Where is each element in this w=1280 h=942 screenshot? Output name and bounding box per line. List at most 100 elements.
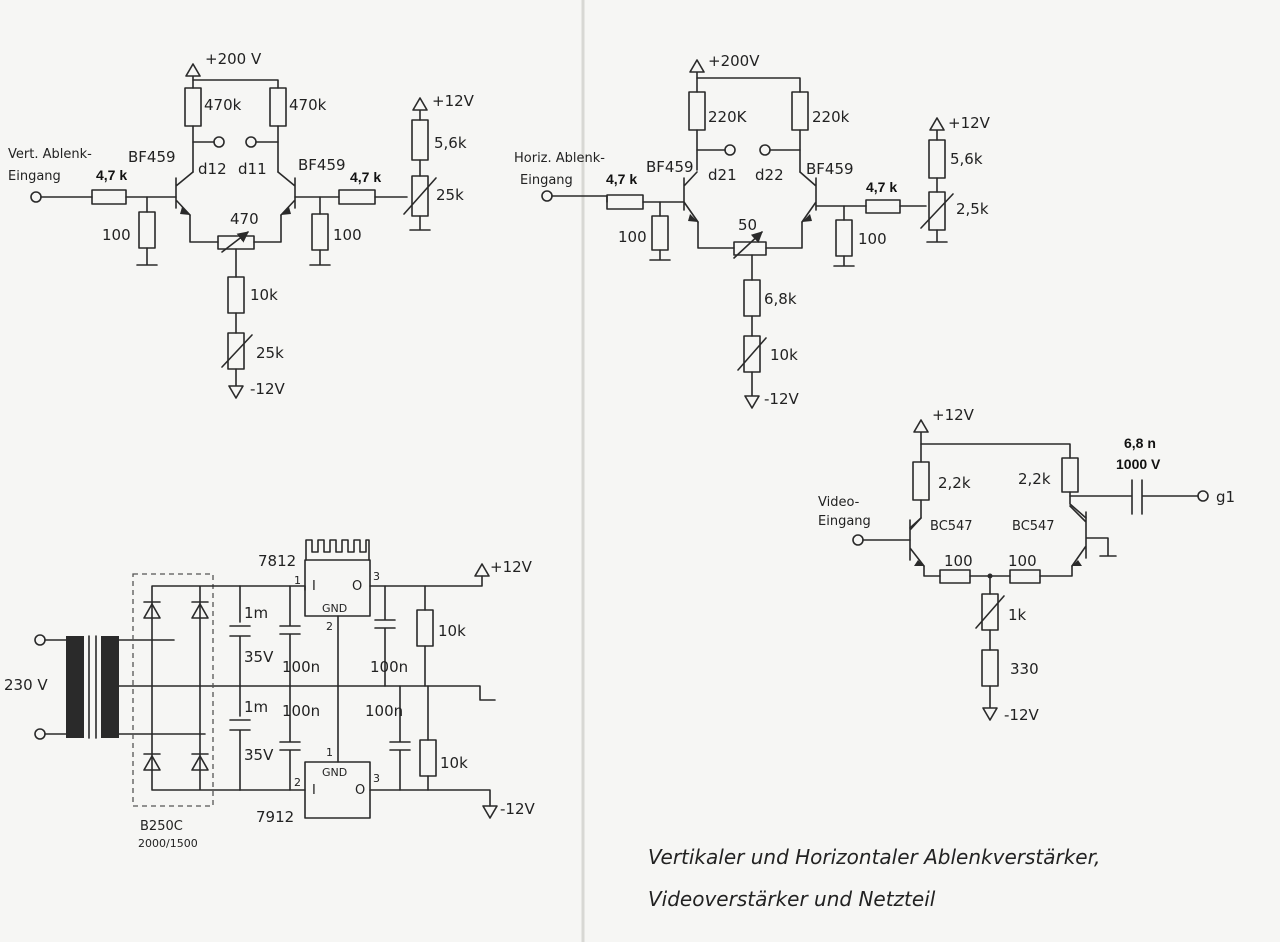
resistor-pos-10k [416, 609, 434, 647]
label-video-amp-supply-pos: +12V [932, 406, 975, 424]
v-transistor-right [277, 171, 296, 216]
h-gnd-resistor-left [651, 215, 669, 251]
label-horizontal-amp-transistor-left: BF459 [646, 158, 694, 176]
label-horizontal-amp-out-left: d21 [708, 166, 737, 184]
v-out-terminal-right [245, 136, 257, 148]
video-collector-resistor-right [1061, 457, 1079, 493]
video-input-terminal [852, 534, 864, 546]
horizontal-deflection-amplifier: +200V 220K 220k d21 d22 BF459 BF459 50 6… [514, 52, 991, 409]
label-vertical-amp-r-in-right: 4,7 k [350, 169, 381, 185]
label-power-supply-reg-i: I [312, 783, 316, 798]
label-horizontal-amp-r-gnd-left: 100 [618, 228, 647, 246]
h-gnd-resistor-right [835, 219, 853, 257]
mains-terminal-top [34, 634, 46, 646]
cap-7812-in [279, 585, 301, 687]
label-video-amp-cap-value: 6,8 n [1124, 435, 1156, 451]
label-horizontal-amp-input-label-2: Eingang [520, 173, 573, 188]
rectifier-diode-1 [143, 601, 161, 619]
rectifier-diode-3 [143, 753, 161, 771]
label-vertical-amp-out-left: d12 [198, 160, 227, 178]
h-transistor-right [799, 171, 817, 223]
label-vertical-amp-r-gnd-right: 100 [333, 226, 362, 244]
v-transistor-left [175, 171, 194, 216]
label-horizontal-amp-out-right: d22 [755, 166, 784, 184]
v-out-terminal-left [213, 136, 225, 148]
label-vertical-amp-r-load-right: 470k [289, 96, 327, 114]
label-horizontal-amp-supply-neg: -12V [764, 390, 799, 408]
mains-terminal-bottom [34, 728, 46, 740]
resistor-neg-10k [419, 739, 437, 777]
h-tail-resistor [743, 279, 761, 317]
label-vertical-amp-input-label-2: Eingang [8, 169, 61, 184]
cap-7912-out [389, 685, 411, 791]
v-load-resistor-right [269, 87, 287, 127]
label-power-supply-c-bulk-2-v: 35V [244, 746, 274, 764]
video-transistor-right [1069, 505, 1117, 567]
bulk-cap-pos [229, 585, 251, 687]
v-input-terminal [30, 191, 42, 203]
label-vertical-amp-transistor-left: BF459 [128, 148, 176, 166]
power-supply: 230 V B250C 2000/1500 +12V -12V 1m 35V 1… [4, 539, 535, 850]
label-power-supply-reg-neg: 7912 [256, 808, 294, 826]
rectifier-box [132, 573, 214, 807]
label-vertical-amp-pot-tail: 25k [256, 344, 284, 362]
label-vertical-amp-r-bias: 5,6k [434, 134, 467, 152]
label-horizontal-amp-r-bias: 5,6k [950, 150, 983, 168]
caption-line-1: Vertikaler und Horizontaler Ablenkverstä… [648, 845, 1100, 869]
bulk-cap-neg [229, 685, 251, 791]
label-video-amp-pot: 1k [1008, 606, 1027, 624]
rectifier-diode-2 [191, 601, 209, 619]
v-input-resistor [91, 189, 127, 205]
label-vertical-amp-transistor-right: BF459 [298, 156, 346, 174]
video-emitter-resistor-right [1009, 569, 1041, 584]
v-supply-pos-label: +200 V [205, 50, 262, 68]
video-amplifier: +12V 2,2k 2,2k 6,8 n 1000 V g1 BC547 BC5… [818, 406, 1235, 724]
v-right-resistor [338, 189, 376, 205]
cap-7812-out [374, 585, 396, 687]
label-power-supply-out-pos: +12V [490, 558, 533, 576]
label-power-supply-neg-gnd: GND [322, 766, 347, 779]
label-vertical-amp-out-right: d11 [238, 160, 267, 178]
label-power-supply-neg-pin-out: 3 [373, 772, 380, 785]
label-horizontal-amp-supply-pos: +200V [708, 52, 760, 70]
h-bias-resistor [928, 139, 946, 179]
label-horizontal-amp-pot-tail: 10k [770, 346, 798, 364]
label-horizontal-amp-r-in: 4,7 k [606, 171, 637, 187]
label-power-supply-c-neg-out: 100n [365, 702, 403, 720]
label-power-supply-r-neg: 10k [440, 754, 468, 772]
label-power-supply-r-pos: 10k [438, 622, 466, 640]
h-emitter-pot [733, 241, 767, 256]
label-video-amp-r-left: 2,2k [938, 474, 971, 492]
label-vertical-amp-r-load-left: 470k [204, 96, 242, 114]
label-vertical-amp-r-gnd-left: 100 [102, 226, 131, 244]
vertical-deflection-amplifier: +200 V 470k 470k d12 d11 BF459 BF459 470… [8, 50, 475, 399]
label-horizontal-amp-r-in-right: 4,7 k [866, 179, 897, 195]
label-horizontal-amp-r-load-right: 220k [812, 108, 850, 126]
label-power-supply-c-pos-in: 100n [282, 658, 320, 676]
label-horizontal-amp-transistor-right: BF459 [806, 160, 854, 178]
label-power-supply-neg-pin-in: 2 [294, 776, 301, 789]
label-video-amp-supply-neg: -12V [1004, 706, 1039, 724]
transformer-primary [66, 636, 84, 738]
label-power-supply-neg-pin-gnd: 1 [326, 746, 333, 759]
h-out-terminal-right [759, 144, 771, 156]
video-tail-resistor [981, 649, 999, 687]
label-vertical-amp-r-tail: 10k [250, 286, 278, 304]
v-gnd-resistor-right [311, 213, 329, 251]
v-tail-resistor [227, 276, 245, 314]
label-power-supply-pos-gnd: GND [322, 602, 347, 615]
label-power-supply-out-neg: -12V [500, 800, 535, 818]
label-power-supply-reg-o: O [355, 783, 365, 798]
h-transistor-left [683, 171, 699, 223]
label-video-amp-transistor-left: BC547 [930, 519, 973, 534]
v-gnd-resistor-left [138, 211, 156, 249]
label-video-amp-input-label-1: Video- [818, 495, 860, 510]
label-video-amp-r-emit-left: 100 [944, 552, 973, 570]
label-vertical-amp-pot-emitter: 470 [230, 210, 259, 228]
h-input-resistor [606, 194, 644, 210]
label-video-amp-r-right: 2,2k [1018, 470, 1051, 488]
label-horizontal-amp-r-tail: 6,8k [764, 290, 797, 308]
label-power-supply-c-neg-in: 100n [282, 702, 320, 720]
v-bias-resistor [411, 119, 429, 161]
